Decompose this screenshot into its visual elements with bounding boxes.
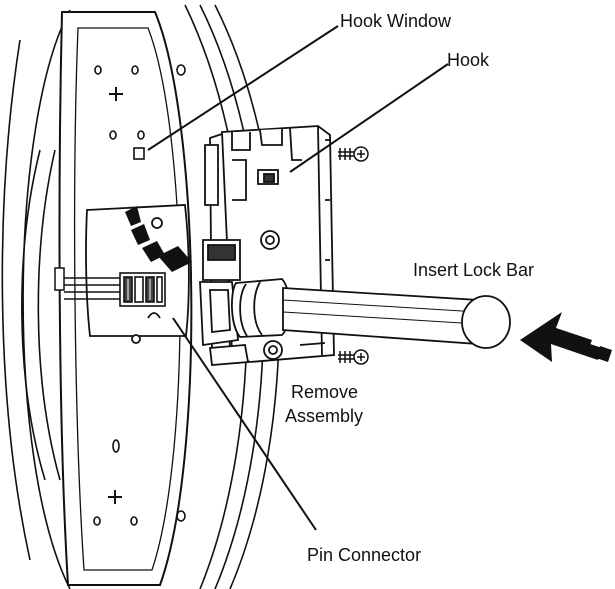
label-remove-assembly-line2: Assembly bbox=[285, 406, 363, 426]
label-hook: Hook bbox=[447, 50, 490, 70]
tub-outline bbox=[1, 9, 71, 589]
leader-lines bbox=[147, 25, 449, 531]
lock-bar bbox=[231, 278, 511, 349]
label-pin-connector: Pin Connector bbox=[307, 545, 421, 565]
panel-side-tab bbox=[54, 267, 65, 291]
leader-hook bbox=[289, 63, 449, 173]
wire-harness bbox=[64, 277, 122, 300]
plus-mark-top bbox=[109, 87, 123, 101]
label-insert-lock-bar: Insert Lock Bar bbox=[413, 260, 534, 280]
leader-hook-window bbox=[147, 25, 339, 151]
mounting-screw-bottom bbox=[338, 349, 369, 365]
label-hook-window: Hook Window bbox=[340, 11, 452, 31]
plus-mark-bottom bbox=[108, 490, 122, 504]
label-remove-assembly-line1: Remove bbox=[291, 382, 358, 402]
mounting-screw-top bbox=[338, 146, 369, 162]
rotate-arrow bbox=[125, 206, 192, 272]
leader-pin-connector bbox=[172, 317, 317, 531]
panel-holes-bottom bbox=[93, 439, 186, 526]
pin-connector-block bbox=[119, 272, 166, 307]
panel-holes-top bbox=[94, 64, 186, 160]
insert-arrow bbox=[520, 312, 612, 362]
